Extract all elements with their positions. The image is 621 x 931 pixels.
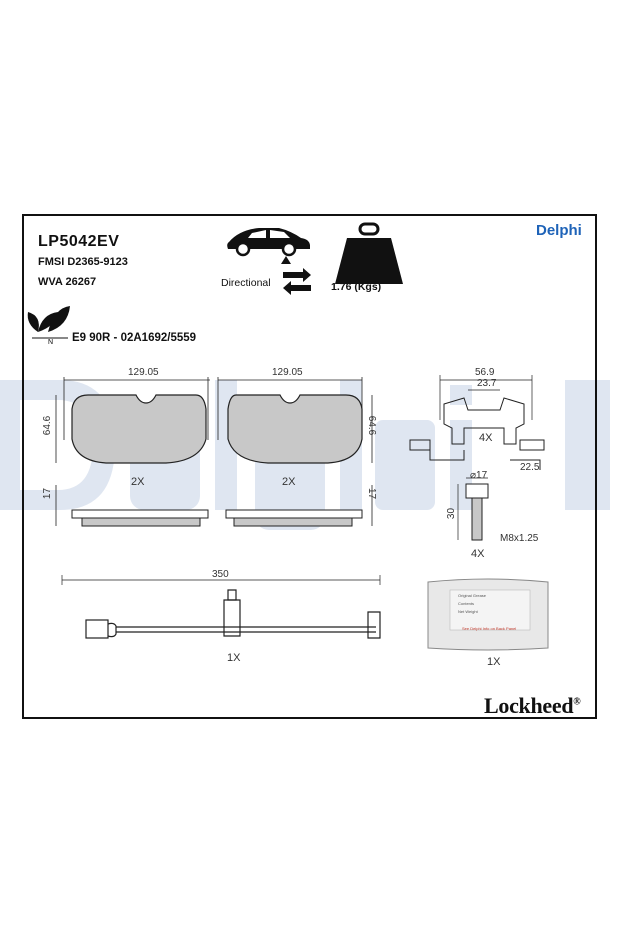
grease-qty: 1X	[487, 656, 501, 668]
delphi-logo: Delphi	[536, 222, 582, 239]
retaining-clip	[409, 375, 545, 470]
grease-line-1: Original Grease	[458, 593, 487, 598]
clip-width-outer-label: 56.9	[475, 367, 495, 378]
pad-width-right-label: 129.05	[272, 367, 303, 378]
pad-qty-right: 2X	[282, 476, 296, 488]
eco-leaf-icon	[27, 306, 70, 339]
car-icon	[227, 228, 310, 257]
part-number: LP5042EV	[38, 233, 120, 250]
wheel-pointer-icon	[281, 256, 291, 264]
pad-qty-left: 2X	[131, 476, 145, 488]
guide-bolt	[457, 477, 489, 541]
directional-arrows-icon	[283, 268, 311, 295]
clip-width-inner-label: 23.7	[477, 378, 497, 389]
brake-pad-side-right	[225, 485, 373, 527]
approval-code: E9 90R - 02A1692/5559	[72, 332, 197, 344]
lockheed-logo-text: Lockheed	[484, 693, 574, 718]
eco-icon-letter: N	[48, 339, 53, 346]
bolt-diameter-label: ⌀17	[470, 470, 488, 481]
brake-pad-side-left	[55, 485, 209, 527]
pad-height-left-label: 64.6	[42, 415, 54, 436]
grease-line-2: Contents	[458, 601, 475, 606]
weight-icon	[335, 222, 403, 284]
grease-packet	[427, 578, 549, 651]
brake-pad-left	[55, 377, 210, 464]
wva-number: WVA 26267	[38, 276, 97, 288]
clip-foot-label: 22.5	[520, 462, 540, 473]
spec-sheet-frame	[22, 214, 597, 719]
directional-label: Directional	[221, 277, 271, 289]
bolt-thread-label: M8x1.25	[500, 533, 539, 544]
clip-qty: 4X	[479, 432, 493, 444]
sensor-length-label: 350	[212, 569, 229, 580]
pad-thickness-left-label: 17	[42, 487, 54, 500]
brake-pad-right	[217, 377, 373, 464]
pad-thickness-right-label: 17	[366, 487, 378, 500]
fmsi-number: FMSI D2365-9123	[38, 256, 128, 268]
registered-mark: ®	[573, 696, 581, 708]
pad-height-right-label: 64.6	[366, 415, 378, 436]
grease-line-3: Net Weight	[458, 609, 478, 614]
bolt-length-label: 30	[446, 507, 458, 520]
sensor-qty: 1X	[227, 652, 241, 664]
grease-note: See Delphi Info on Back Panel	[462, 626, 517, 631]
lockheed-logo: Lockheed®	[484, 693, 581, 719]
wear-sensor	[61, 575, 381, 639]
pad-width-left-label: 129.05	[128, 367, 159, 378]
bolt-qty: 4X	[471, 548, 485, 560]
